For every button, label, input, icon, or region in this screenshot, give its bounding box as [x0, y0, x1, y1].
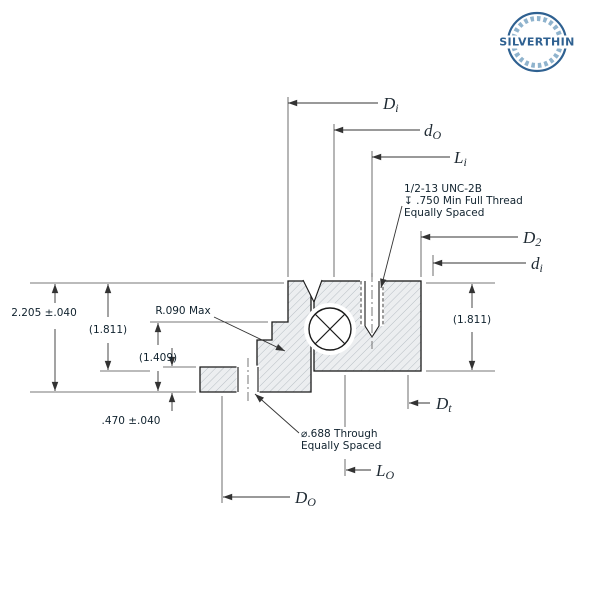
- leader-thread-note: [380, 205, 403, 289]
- drill-point-right: [371, 325, 380, 338]
- label-dt: Dt: [435, 394, 452, 415]
- value-radius-max: R.090 Max: [155, 305, 210, 317]
- seal-gap-cut: [303, 279, 322, 302]
- seal-gap: [302, 279, 323, 303]
- value-flange-thickness: .470 ±.040: [102, 415, 161, 427]
- label-li: Li: [453, 148, 467, 169]
- thread-note-line-3: Equally Spaced: [404, 207, 484, 219]
- value-1409: (1.409): [139, 352, 177, 364]
- threaded-hole: [360, 273, 384, 349]
- logo-text-band: [497, 35, 577, 49]
- silverthin-logo: SILVERTHIN: [497, 11, 577, 73]
- drill-point-left: [364, 325, 373, 338]
- logo-wordmark: SILVERTHIN: [499, 36, 575, 49]
- flange-through-hole: [236, 358, 260, 401]
- hole-note-line-1: ⌀.688 Through: [301, 428, 378, 440]
- label-lo: LO: [375, 461, 394, 482]
- leader-hole-note: [254, 393, 300, 434]
- ball-raceway: [304, 303, 356, 355]
- value-1811-right: (1.811): [453, 314, 491, 326]
- hole-note-line-2: Equally Spaced: [301, 440, 381, 452]
- seal-chamfer-left: [302, 279, 315, 303]
- thread-note-line-1: 1/2-13 UNC-2B: [404, 183, 482, 195]
- leader-lines: [213, 205, 403, 434]
- annotation-notes: 1/2-13 UNC-2B ↧ .750 Min Full Thread Equ…: [301, 183, 523, 452]
- label-di-top: Di: [382, 94, 399, 115]
- value-1811-left: (1.811): [89, 324, 127, 336]
- dimension-lines: [51, 99, 526, 501]
- dimension-labels: Di dO Li D2 di Dt LO DO 2.205 ±.040 (1.8…: [11, 94, 543, 509]
- label-do-big: DO: [294, 488, 316, 509]
- value-overall-height: 2.205 ±.040: [11, 307, 77, 319]
- thread-note-line-2: ↧ .750 Min Full Thread: [404, 195, 523, 207]
- extension-lines: [30, 97, 495, 503]
- seal-chamfer-right: [313, 279, 323, 303]
- label-d2: D2: [522, 228, 541, 249]
- ball-cross-mark-2: [314, 313, 346, 345]
- label-do-small: dO: [424, 121, 442, 142]
- label-di-small: di: [531, 254, 543, 275]
- leader-radius-note: [213, 316, 286, 352]
